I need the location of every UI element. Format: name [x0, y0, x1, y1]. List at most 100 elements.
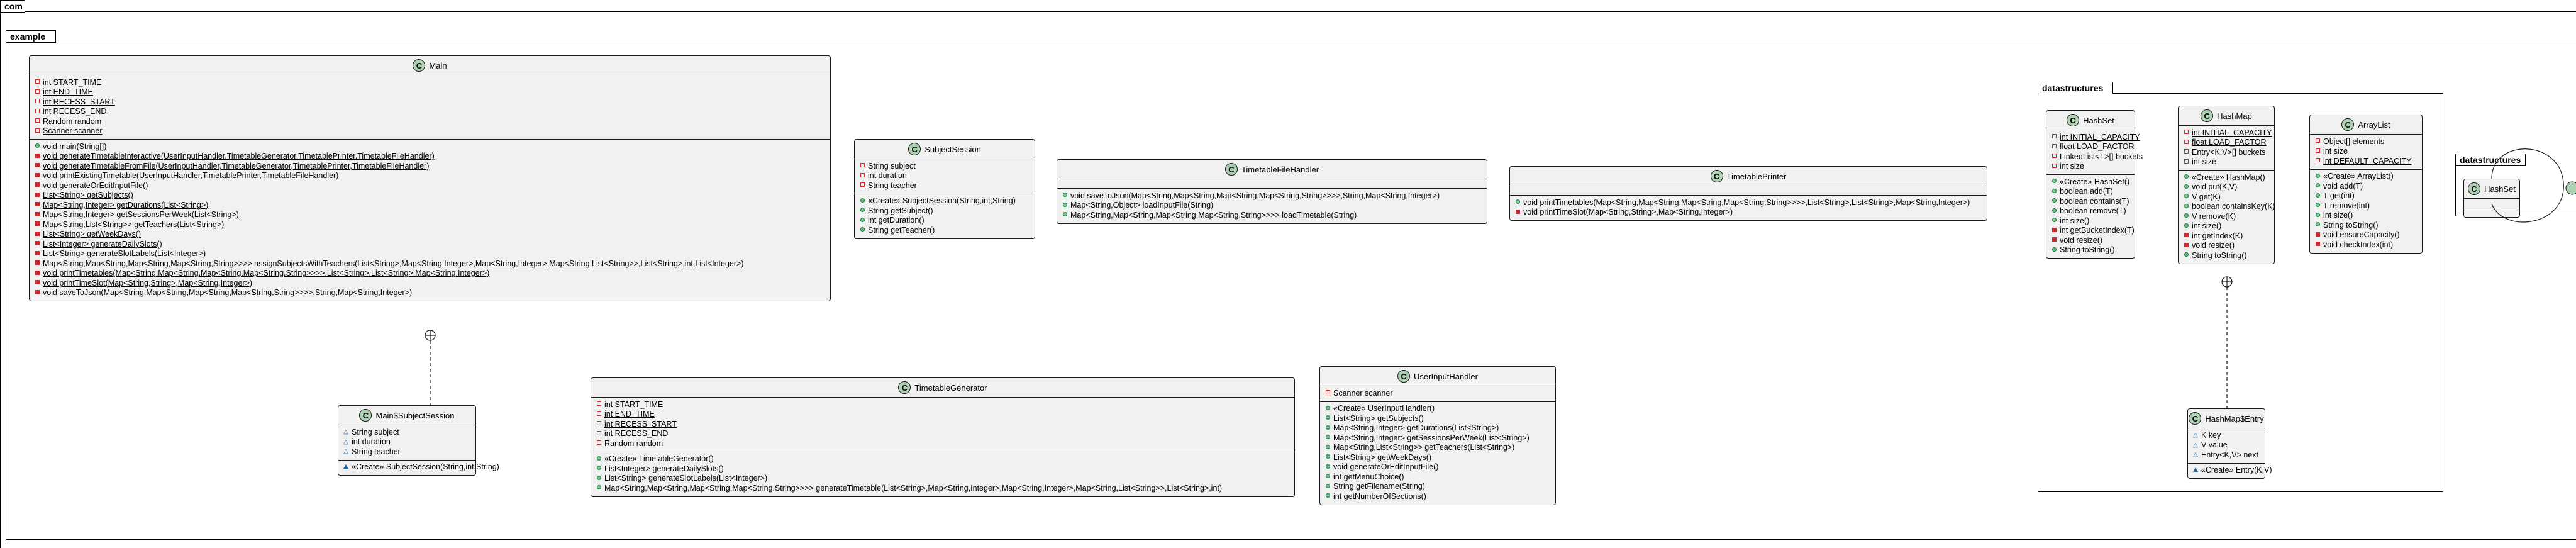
methods-section: «Create» ArrayList()void add(T)T get(int… — [2310, 169, 2422, 253]
private-field-icon — [595, 440, 602, 447]
class-name: TimetablePrinter — [1726, 171, 1787, 181]
public-visibility-icon — [2050, 217, 2058, 224]
field-row: int size — [2050, 162, 2131, 172]
private-field-icon — [33, 98, 41, 105]
method-row: «Create» HashSet() — [2050, 177, 2131, 187]
field-row: △V value — [2192, 440, 2261, 450]
public-visibility-icon — [2050, 198, 2058, 204]
method-row: boolean add(T) — [2050, 187, 2131, 197]
method-row: void resize() — [2182, 241, 2270, 251]
class-stereotype-icon: C — [359, 409, 372, 422]
fields-section: △String subject△ int duration△ String teac… — [338, 425, 475, 460]
private-field-icon — [595, 420, 602, 427]
private-field-icon — [33, 89, 41, 96]
private-field-icon — [2314, 157, 2321, 164]
package-example-tab: example — [6, 30, 56, 43]
method-row: Map<String,Map<String,Map<String,Map<Str… — [595, 483, 1291, 493]
private-field-icon — [2182, 159, 2190, 165]
method-row: T remove(int) — [2314, 201, 2418, 211]
fields-section — [1510, 186, 1987, 195]
method-signature: void add(T) — [2323, 181, 2363, 191]
method-row: int size() — [2314, 211, 2418, 221]
method-signature: «Create» HashSet() — [2060, 177, 2130, 186]
field-declaration: String subject — [352, 427, 399, 437]
method-signature: Map<String,Integer> getSessionsPerWeek(L… — [43, 210, 239, 220]
method-row: Map<String,Integer> getSessionsPerWeek(L… — [33, 210, 826, 220]
class-stereotype-icon: C — [2189, 412, 2202, 425]
method-signature: List<String> generateSlotLabels(List<Int… — [604, 474, 768, 483]
package-datastructures-tab: datastructures — [2038, 82, 2113, 94]
class-stereotype-icon: C — [1397, 370, 1411, 383]
method-row: «Create» SubjectSession(String,int,Strin… — [342, 462, 499, 473]
method-signature: List<Integer> generateDailySlots() — [43, 239, 162, 249]
method-row: List<String> getWeekDays() — [33, 230, 826, 240]
method-row: void printTimetables(Map<String,Map<Stri… — [1514, 198, 1983, 208]
method-signature: String getSubject() — [868, 206, 933, 215]
method-row: void printExistingTimetable(UserInputHan… — [33, 171, 826, 181]
method-signature: Map<String,Object> loadInputFile(String) — [1070, 201, 1214, 210]
method-signature: «Create» UserInputHandler() — [1333, 404, 1435, 413]
methods-section: void saveToJson(Map<String,Map<String,Ma… — [1057, 188, 1487, 223]
public-visibility-icon — [2314, 182, 2321, 189]
method-signature: void printExistingTimetable(UserInputHan… — [43, 171, 339, 181]
field-declaration: Random random — [604, 439, 663, 448]
method-row: «Create» ArrayList() — [2314, 172, 2418, 182]
private-field-icon — [2314, 138, 2321, 145]
method-row: String getFilename(String) — [1324, 482, 1552, 492]
public-visibility-icon — [1324, 464, 1331, 471]
method-signature: int getDuration() — [868, 216, 924, 225]
public-visibility-icon — [2182, 184, 2190, 191]
class-stereotype-icon: C — [908, 143, 921, 155]
private-field-icon — [2050, 143, 2058, 150]
method-signature: void generateTimetableInteractive(UserIn… — [43, 152, 435, 161]
public-visibility-icon — [2314, 173, 2321, 180]
field-declaration: String teacher — [868, 181, 917, 190]
field-row: int INITIAL_CAPACITY — [2182, 128, 2272, 138]
field-row: LinkedList<T>[] buckets — [2050, 152, 2143, 162]
public-visibility-icon — [1324, 405, 1331, 412]
private-field-icon — [858, 182, 866, 189]
field-row: △String subject — [342, 427, 472, 437]
method-signature: void generateOrEditInputFile() — [1333, 462, 1439, 472]
package-visibility-icon: △ — [343, 438, 348, 445]
private-field-icon — [595, 411, 602, 418]
public-visibility-icon — [2314, 193, 2321, 199]
method-row: void generateTimetableInteractive(UserIn… — [33, 152, 826, 162]
public-visibility-icon — [2314, 212, 2321, 219]
method-signature: int getIndex(K) — [2192, 231, 2243, 240]
method-row: void generateOrEditInputFile() — [33, 181, 826, 191]
method-signature: void resize() — [2192, 241, 2235, 250]
public-visibility-icon — [1061, 211, 1069, 218]
method-row: Map<String,List<String>> getTeachers(Lis… — [1324, 443, 1552, 453]
method-row: Map<String,Integer> getSessionsPerWeek(L… — [1324, 433, 1552, 443]
method-row: «Create» TimetableGenerator() — [595, 454, 1291, 464]
package-datastructures-right-tab: datastructures — [2455, 154, 2526, 166]
private-method-icon — [33, 260, 41, 267]
public-visibility-icon — [2314, 221, 2321, 228]
method-signature: boolean remove(T) — [2060, 206, 2126, 216]
field-declaration: Entry<K,V>[] buckets — [2192, 147, 2266, 157]
method-signature: Map<String,Map<String,Map<String,Map<Str… — [604, 483, 1223, 493]
field-row: String subject — [858, 161, 1031, 171]
field-declaration: K key — [2201, 430, 2221, 440]
field-declaration: int duration — [352, 437, 391, 447]
class-stereotype-icon: C — [413, 59, 426, 72]
method-row: int getIndex(K) — [2182, 231, 2270, 241]
public-visibility-icon — [595, 475, 602, 482]
field-row: int DEFAULT_CAPACITY — [2314, 156, 2418, 166]
field-row: △ int duration — [342, 437, 472, 447]
field-declaration: String teacher — [352, 447, 401, 456]
